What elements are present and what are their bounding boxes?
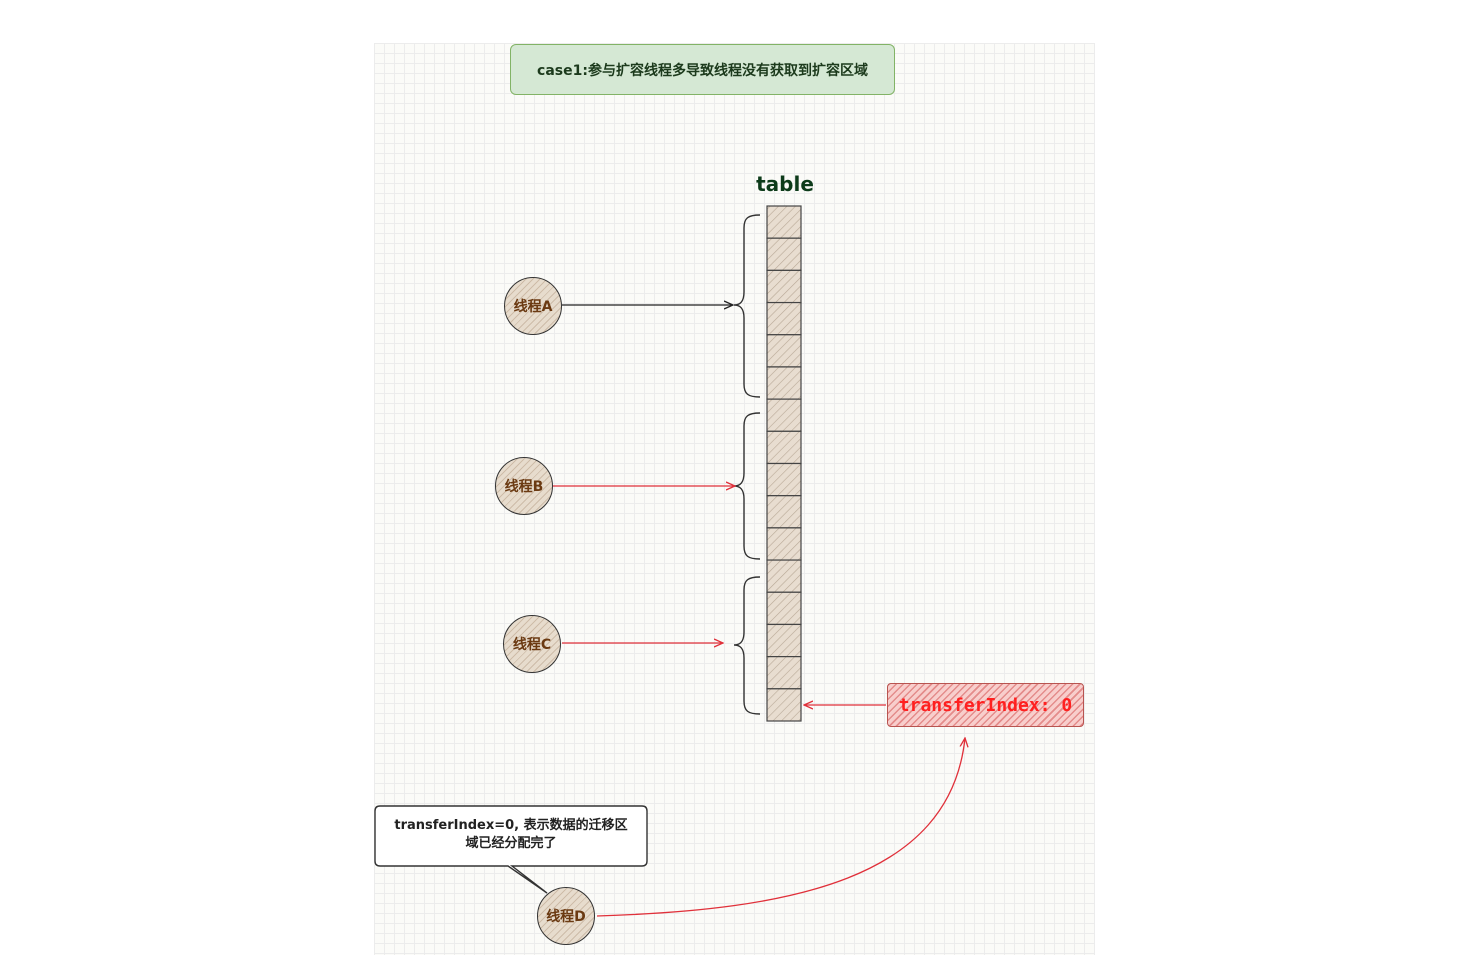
table-label: table bbox=[756, 172, 814, 196]
thread-b-label: 线程B bbox=[504, 479, 544, 495]
table-cell bbox=[766, 301, 802, 336]
table-cell bbox=[766, 334, 802, 368]
table-cell bbox=[766, 462, 802, 497]
title-box: case1:参与扩容线程多导致线程没有获取到扩容区域 bbox=[510, 44, 895, 95]
arrow-d bbox=[596, 738, 965, 917]
thread-d-node: 线程D bbox=[537, 887, 595, 945]
brace-b bbox=[733, 412, 761, 560]
callout-line-1: transferIndex=0, 表示数据的迁移区 bbox=[394, 818, 628, 833]
table-cell bbox=[766, 591, 802, 626]
table-cell bbox=[766, 688, 802, 722]
brace-c bbox=[733, 576, 761, 715]
thread-d-label: 线程D bbox=[546, 909, 586, 925]
transfer-index-box: transferIndex: 0 bbox=[887, 683, 1084, 727]
table-cell bbox=[766, 398, 802, 432]
callout-text: transferIndex=0, 表示数据的迁移区 域已经分配完了 bbox=[376, 817, 646, 853]
table-column bbox=[766, 205, 802, 722]
table-cell bbox=[766, 495, 802, 529]
table-cell bbox=[766, 269, 802, 304]
thread-b-node: 线程B bbox=[495, 457, 553, 515]
title-text: case1:参与扩容线程多导致线程没有获取到扩容区域 bbox=[537, 62, 868, 79]
table-cell bbox=[766, 205, 802, 239]
table-cell bbox=[766, 656, 802, 690]
table-cell bbox=[766, 430, 802, 465]
transfer-index-label: transferIndex: 0 bbox=[898, 694, 1073, 716]
table-cell bbox=[766, 366, 802, 400]
thread-c-node: 线程C bbox=[503, 615, 561, 673]
diagram-canvas bbox=[374, 43, 1095, 955]
brace-a bbox=[733, 214, 761, 398]
thread-a-node: 线程A bbox=[504, 277, 562, 335]
thread-c-label: 线程C bbox=[512, 637, 552, 653]
table-cell bbox=[766, 559, 802, 593]
callout-bubble bbox=[374, 805, 648, 894]
thread-a-label: 线程A bbox=[513, 299, 553, 315]
table-cell bbox=[766, 237, 802, 271]
callout-line-2: 域已经分配完了 bbox=[465, 836, 557, 851]
table-cell bbox=[766, 527, 802, 561]
table-cell bbox=[766, 623, 802, 658]
